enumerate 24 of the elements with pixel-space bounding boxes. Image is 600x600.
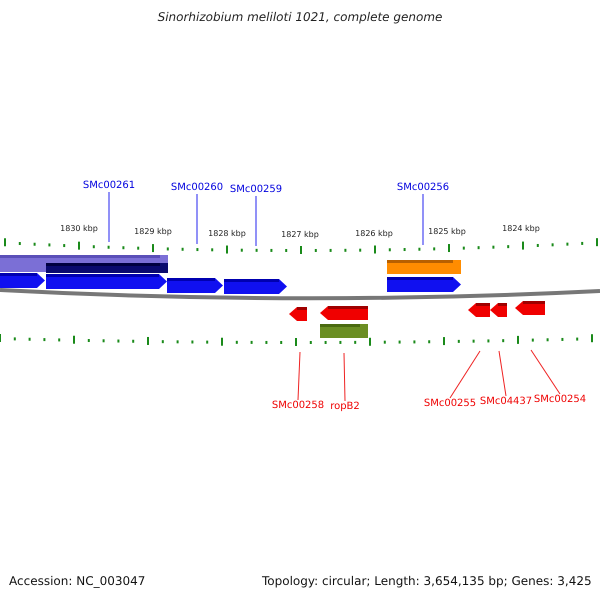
gene-label: SMc00258 — [272, 401, 324, 411]
gene-label: SMc00256 — [396, 183, 450, 193]
leader-line — [498, 350, 506, 396]
gene-label: SMc00260 — [170, 183, 224, 193]
genome-info-text: Topology: circular; Length: 3,654,135 bp; Genes: 3,425 — [262, 575, 592, 587]
leader-line — [298, 352, 300, 400]
gene-label: SMc00259 — [230, 185, 282, 195]
leader-line — [422, 194, 424, 246]
title: Sinorhizobium meliloti 1021, complete genome — [158, 11, 442, 23]
leader-line — [344, 352, 346, 402]
gene-label: SMc00254 — [534, 395, 586, 405]
gene-label: SMc00255 — [424, 399, 476, 409]
leader-line — [530, 350, 560, 394]
accession-text: Accession: NC_003047 — [9, 575, 146, 587]
top-scale-ticks — [4, 238, 598, 254]
leader-line — [108, 192, 110, 242]
leader-line — [450, 350, 480, 398]
scale-label: 1825 kbp — [428, 228, 466, 236]
leader-line — [196, 194, 198, 244]
gene-label: SMc04437 — [480, 397, 532, 407]
bottom-scale-ticks — [0, 334, 593, 346]
gene-label: SMc00261 — [82, 181, 136, 191]
gene-label: ropB2 — [330, 402, 360, 412]
scale-label: 1827 kbp — [281, 231, 319, 239]
